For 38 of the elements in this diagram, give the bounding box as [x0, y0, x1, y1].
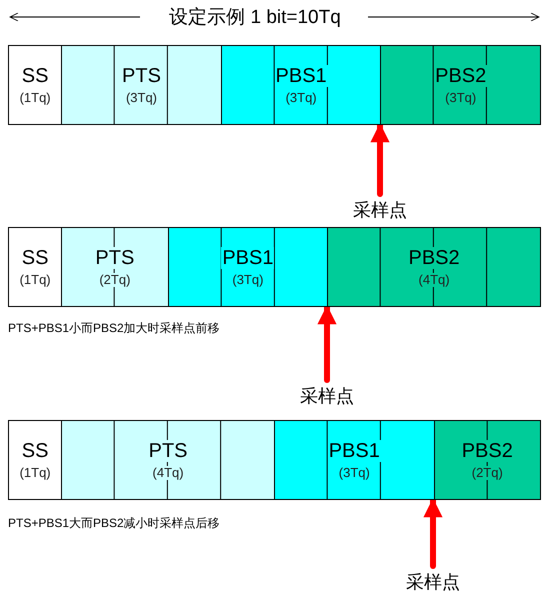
segment-name: PBS2 [408, 246, 461, 269]
sample-point-label: 采样点 [287, 384, 367, 408]
segment-length: (4Tq) [152, 466, 185, 480]
segment-name: PBS1 [221, 246, 274, 269]
segment-length: (1Tq) [18, 272, 52, 288]
segment-box [61, 420, 275, 500]
segment-box [327, 227, 541, 307]
title: 设定示例 1 bit=10Tq [168, 6, 342, 30]
segment-box [274, 420, 435, 500]
segment-length: (4Tq) [418, 272, 451, 288]
segment-box [434, 420, 541, 500]
sample-point-label: 采样点 [393, 570, 473, 594]
segment-name: PBS2 [434, 64, 488, 87]
segment-box [380, 45, 541, 125]
segment-box [8, 227, 62, 307]
segment-length: (3Tq) [231, 272, 264, 288]
segment-name: PTS [148, 440, 189, 462]
segment-length: (3Tq) [284, 90, 318, 106]
segment-box [61, 227, 169, 307]
segment-name: PTS [94, 246, 136, 269]
segment-box [8, 45, 62, 125]
segment-length: (3Tq) [338, 466, 371, 480]
sample-point-label: 采样点 [340, 198, 420, 222]
segment-box [220, 45, 382, 125]
segment-box [168, 227, 328, 307]
note: PTS+PBS1小而PBS2加大时采样点前移 [8, 320, 220, 337]
segment-name: PBS1 [274, 64, 328, 87]
segment-length: (2Tq) [470, 466, 504, 480]
segment-box [8, 420, 62, 500]
segment-box [61, 45, 222, 125]
segment-length: (2Tq) [98, 272, 132, 288]
note: PTS+PBS1大而PBS2减小时采样点后移 [8, 515, 220, 532]
segment-length: (1Tq) [18, 90, 52, 106]
segment-length: (3Tq) [444, 90, 478, 106]
segment-name: PBS2 [460, 440, 514, 462]
segment-name: PBS1 [328, 440, 381, 462]
segment-length: (3Tq) [124, 90, 158, 106]
segment-length: (1Tq) [18, 466, 52, 480]
